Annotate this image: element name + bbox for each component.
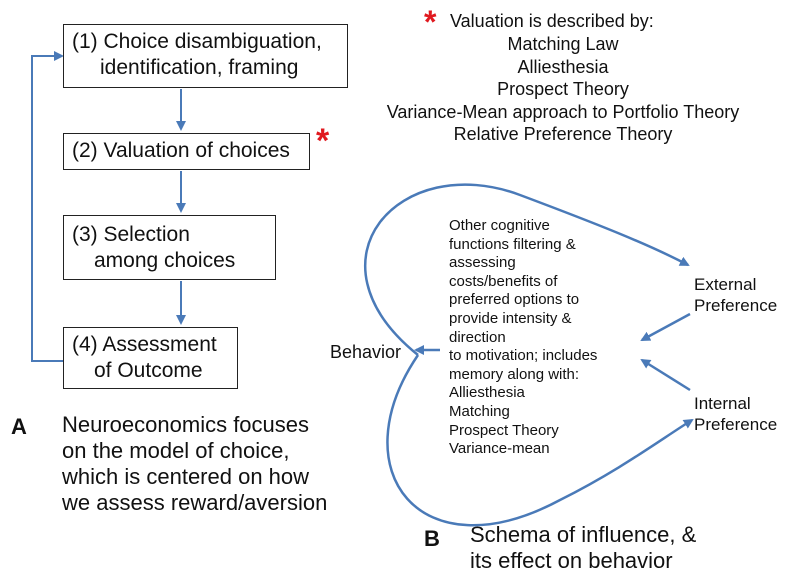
cognitive-line: costs/benefits of [449,272,558,290]
panel-a-caption-line-4: we assess reward/aversion [62,490,328,515]
valuation-list: Matching Law Alliesthesia Prospect Theor… [358,33,768,146]
panel-b-caption-line-2: its effect on behavior [470,548,673,573]
panel-b-label: B [424,526,440,551]
cognitive-line: Alliesthesia [449,384,525,402]
cognitive-line: provide intensity & [449,309,572,327]
step-4-line-1: (4) Assessment [72,333,217,356]
step-box-choice-disambiguation: (1) Choice disambiguation, identificatio… [63,24,348,88]
valuation-item: Alliesthesia [517,56,609,77]
arrow-internal-to-center [640,358,691,392]
external-line-2: Preference [694,296,778,315]
valuation-item: Matching Law [507,34,619,54]
panel-a-caption-line-1: Neuroeconomics focuses [62,412,310,437]
cognitive-line: preferred options to [449,291,580,309]
cognitive-line: Prospect Theory [449,421,559,439]
step-box-selection: (3) Selection among choices [63,215,276,280]
behavior-label: Behavior [330,342,402,362]
external-line-1: External [694,275,757,294]
internal-line-1: Internal [694,394,751,413]
curve-behavior-to-internal [386,354,694,527]
valuation-asterisk: * [316,122,330,160]
valuation-item: Variance-Mean approach to Portfolio Theo… [386,101,740,122]
step-3-line-2: among choices [94,249,236,272]
step-4-line-2: of Outcome [94,359,203,382]
feedback-loop-arrow [31,51,64,362]
arrow-external-to-center [640,312,691,342]
panel-a-caption-line-3: which is centered on how [62,464,310,489]
step-1-line-1: (1) Choice disambiguation, [72,30,322,53]
cognitive-line: to motivation; includes [449,347,598,365]
valuation-list-asterisk: * [424,4,437,40]
cognitive-line: direction [449,328,506,346]
curve-behavior-to-external [364,183,690,356]
panel-a-caption: Neuroeconomics focuses on the model of c… [62,412,327,516]
cognitive-line: functions filtering & [449,235,576,253]
internal-line-2: Preference [694,415,778,434]
panel-b-caption: Schema of influence, & its effect on beh… [470,522,696,574]
cognitive-line: assessing [449,254,516,272]
cognitive-line: memory along with: [449,365,580,383]
cognitive-line: Variance-mean [449,440,550,458]
valuation-heading: Valuation is described by: [450,11,654,31]
panel-a-label: A [11,414,27,439]
cognitive-line: Other cognitive [449,217,550,234]
external-preference-label: External Preference [694,274,777,316]
valuation-item: Prospect Theory [497,79,629,100]
internal-preference-label: Internal Preference [694,393,777,435]
step-1-line-2: identification, framing [100,56,299,79]
step-2-line-1: (2) Valuation of choices [72,139,290,162]
cognitive-line: Matching [449,402,510,420]
cognitive-functions-text: Other cognitive functions filtering & as… [449,217,597,459]
valuation-item: Relative Preference Theory [453,124,673,145]
step-box-valuation: (2) Valuation of choices [63,133,310,170]
panel-a-caption-line-2: on the model of choice, [62,438,290,463]
step-3-line-1: (3) Selection [72,223,190,246]
panel-b-caption-line-1: Schema of influence, & [470,522,697,547]
step-box-assessment: (4) Assessment of Outcome [63,327,238,389]
